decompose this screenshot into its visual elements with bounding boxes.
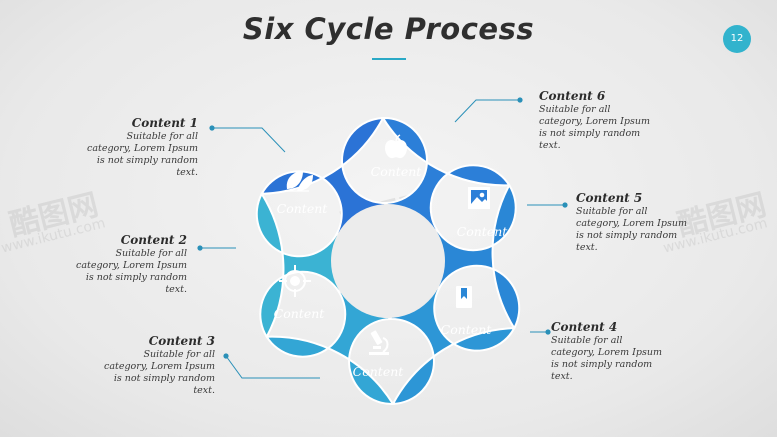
connector-lines bbox=[200, 99, 565, 379]
content-4-line-3: is not simply random bbox=[551, 359, 653, 370]
content-6-heading: Content 6 bbox=[539, 89, 606, 103]
cycle-segment-4 bbox=[429, 183, 521, 331]
content-4-line-2: category, Lorem Ipsum bbox=[551, 347, 662, 358]
segment-label-6: Content bbox=[371, 164, 423, 179]
connector-dot-6 bbox=[517, 97, 523, 103]
content-1-line-4: text. bbox=[176, 167, 198, 178]
apple-icon bbox=[385, 134, 407, 159]
content-6-line-4: text. bbox=[539, 140, 561, 151]
content-2-line-1: Suitable for all bbox=[115, 248, 187, 259]
connector-3 bbox=[225, 355, 320, 379]
content-6-line-1: Suitable for all bbox=[539, 104, 611, 115]
content-5-line-1: Suitable for all bbox=[576, 206, 648, 217]
connector-dot-1 bbox=[209, 125, 215, 131]
target-icon bbox=[279, 265, 311, 297]
content-4-line-1: Suitable for all bbox=[551, 335, 623, 346]
title-underline bbox=[372, 58, 406, 60]
content-5-heading: Content 5 bbox=[576, 191, 643, 205]
content-2-heading: Content 2 bbox=[120, 233, 187, 247]
connector-dots bbox=[197, 97, 568, 359]
content-6-block: Content 6 Suitable for all category, Lor… bbox=[539, 89, 689, 152]
content-1-line-3: is not simply random bbox=[96, 155, 198, 166]
cycle-center-hole bbox=[331, 204, 445, 318]
content-3-line-4: text. bbox=[193, 385, 215, 396]
content-1-line-1: Suitable for all bbox=[126, 131, 198, 142]
leaves-icon bbox=[286, 171, 313, 192]
content-2-line-3: is not simply random bbox=[85, 272, 187, 283]
picture-icon bbox=[468, 187, 490, 209]
connector-6 bbox=[454, 99, 520, 123]
segment-label-3: Content bbox=[353, 364, 405, 379]
content-1-line-2: category, Lorem Ipsum bbox=[87, 143, 198, 154]
content-3-heading: Content 3 bbox=[148, 334, 215, 348]
page-title: Six Cycle Process bbox=[242, 12, 535, 46]
connector-dot-4 bbox=[545, 329, 551, 335]
microscope-icon bbox=[369, 330, 389, 355]
cycle-segment-2 bbox=[264, 290, 395, 405]
content-2-block: Content 2 Suitable for all category, Lor… bbox=[37, 233, 187, 296]
segment-label-1: Content bbox=[277, 201, 329, 216]
bookmark-document-icon bbox=[456, 286, 472, 308]
segment-label-2: Content bbox=[274, 306, 326, 321]
content-1-heading: Content 1 bbox=[131, 116, 198, 130]
content-6-line-3: is not simply random bbox=[539, 128, 641, 139]
content-4-line-4: text. bbox=[551, 371, 573, 382]
content-3-line-1: Suitable for all bbox=[143, 349, 215, 360]
cycle-segment-5 bbox=[381, 117, 512, 232]
connector-dot-5 bbox=[562, 202, 568, 208]
connector-1 bbox=[212, 127, 286, 153]
content-2-line-4: text. bbox=[165, 284, 187, 295]
content-5-line-3: is not simply random bbox=[576, 230, 678, 241]
content-3-line-3: is not simply random bbox=[113, 373, 215, 384]
content-4-block: Content 4 Suitable for all category, Lor… bbox=[551, 320, 701, 383]
content-6-line-2: category, Lorem Ipsum bbox=[539, 116, 650, 127]
content-2-line-2: category, Lorem Ipsum bbox=[76, 260, 187, 271]
cycle-segment-6 bbox=[260, 117, 388, 235]
cycle-ring bbox=[255, 117, 521, 405]
connector-dot-3 bbox=[223, 353, 229, 359]
segment-label-4: Content bbox=[441, 322, 493, 337]
content-5-block: Content 5 Suitable for all category, Lor… bbox=[576, 191, 726, 254]
cycle-segment-1 bbox=[255, 191, 347, 339]
content-5-line-2: category, Lorem Ipsum bbox=[576, 218, 687, 229]
content-3-line-2: category, Lorem Ipsum bbox=[104, 361, 215, 372]
cycle-segment-3 bbox=[388, 287, 516, 405]
segment-label-5: Content bbox=[457, 224, 509, 239]
content-4-heading: Content 4 bbox=[551, 320, 618, 334]
page-number-badge: 12 bbox=[723, 25, 751, 53]
content-3-block: Content 3 Suitable for all category, Lor… bbox=[65, 334, 215, 397]
content-5-line-4: text. bbox=[576, 242, 598, 253]
content-1-block: Content 1 Suitable for all category, Lor… bbox=[48, 116, 198, 179]
connector-dot-2 bbox=[197, 245, 203, 251]
